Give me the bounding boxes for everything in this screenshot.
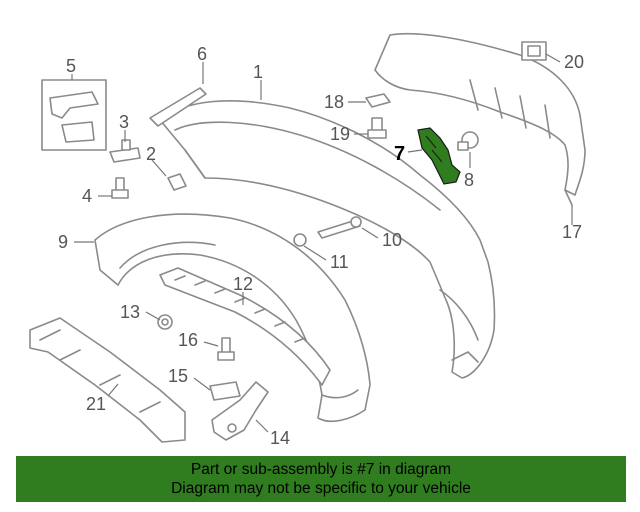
leader-lines: [71, 53, 573, 433]
banner-line-1: Part or sub-assembly is #7 in diagram: [190, 461, 452, 478]
part-6-trim: [149, 87, 207, 127]
part-10-stud: [317, 216, 362, 239]
part-21-beam: [29, 317, 186, 443]
part-13-nut: [157, 314, 173, 330]
part-11-washer: [293, 233, 307, 247]
part-19-screw: [367, 117, 387, 139]
callout-13: 13: [120, 302, 140, 322]
callout-12: 12: [233, 274, 253, 294]
callout-16: 16: [178, 330, 198, 350]
part-9-lower-cover: [94, 213, 371, 422]
part-16-bolt: [217, 337, 235, 361]
banner-line-2: Diagram may not be specific to your vehi…: [171, 480, 471, 497]
part-14-bracket: [211, 381, 269, 441]
callout-3: 3: [119, 112, 129, 132]
part-2-grommet: [167, 173, 187, 191]
callout-6: 6: [197, 44, 207, 64]
callout-17: 17: [562, 222, 582, 242]
callout-15: 15: [168, 366, 188, 386]
part-17-diffuser: [374, 32, 586, 206]
callout-19: 19: [330, 124, 350, 144]
part-8-sensor: [457, 131, 479, 151]
callout-1: 1: [253, 62, 263, 82]
callout-4: 4: [82, 186, 92, 206]
part-18-clip: [365, 93, 391, 108]
parts-diagram: 1 2 3 4 5 6 7 8 9 10 11 12 13 14 15 16 1…: [29, 32, 586, 448]
callout-14: 14: [270, 428, 290, 448]
callout-18: 18: [324, 92, 344, 112]
callout-20: 20: [564, 52, 584, 72]
callout-5: 5: [66, 56, 76, 76]
callout-9: 9: [58, 232, 68, 252]
part-15-bracket: [209, 381, 241, 401]
info-banner: Part or sub-assembly is #7 in diagram Di…: [16, 456, 626, 502]
callout-7: 7: [394, 143, 405, 165]
part-7-bracket-highlighted: [417, 127, 461, 185]
part-12-grille: [159, 267, 331, 386]
part-7-shape: [417, 127, 461, 185]
part-3-clip: [109, 139, 141, 163]
callout-11: 11: [330, 252, 349, 272]
part-20-clip: [521, 41, 547, 61]
callout-21: 21: [86, 394, 106, 414]
callout-10: 10: [382, 230, 402, 250]
callout-8: 8: [464, 170, 474, 190]
part-1-bumper-cover: [159, 100, 496, 379]
callout-2: 2: [146, 144, 156, 164]
part-5-inset: [41, 79, 107, 151]
part-4-bolt: [111, 177, 129, 199]
